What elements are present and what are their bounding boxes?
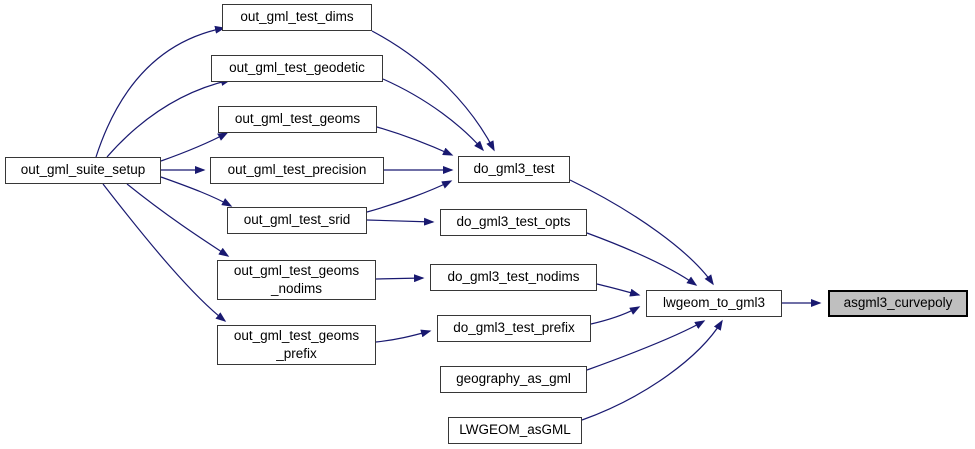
node-out_gml_test_geoms_nodims[interactable]: out_gml_test_geoms _nodims (217, 260, 376, 300)
node-label: out_gml_test_precision (227, 162, 367, 178)
edge-test_opts-to-lwgeom_to_gml3 (586, 232, 698, 286)
node-out_gml_test_srid[interactable]: out_gml_test_srid (227, 207, 367, 234)
node-out_gml_suite_setup[interactable]: out_gml_suite_setup (5, 157, 161, 184)
node-label: out_gml_test_srid (243, 212, 351, 228)
node-label: do_gml3_test_nodims (447, 269, 580, 285)
node-label: out_gml_test_geoms _nodims (233, 262, 360, 296)
edge-test_geoms-to-do_gml3_test (376, 126, 454, 156)
edge-geoms_nodims-to-test_nodims (375, 274, 425, 283)
node-LWGEOM_asGML[interactable]: LWGEOM_asGML (448, 417, 582, 444)
edge-do_gml3_test-to-lwgeom_to_gml3 (569, 179, 714, 286)
edge-test_srid-to-do_gml3_test (366, 180, 453, 213)
edge-LWGEOM_asGML-to-lwgeom_to_gml3 (581, 319, 723, 421)
node-label: out_gml_suite_setup (20, 162, 146, 178)
node-out_gml_test_precision[interactable]: out_gml_test_precision (210, 157, 384, 184)
node-out_gml_test_geoms[interactable]: out_gml_test_geoms (218, 106, 377, 133)
node-label: LWGEOM_asGML (459, 422, 571, 438)
node-label: out_gml_test_dims (240, 9, 354, 25)
node-label: asgml3_curvepoly (843, 295, 953, 311)
node-do_gml3_test[interactable]: do_gml3_test (458, 156, 570, 183)
edge-suite_setup-to-test_geoms (160, 132, 229, 162)
node-do_gml3_test_nodims[interactable]: do_gml3_test_nodims (430, 264, 597, 291)
edge-test_prefix-to-lwgeom_to_gml3 (590, 306, 641, 325)
edge-suite_setup-to-geoms_nodims (126, 183, 230, 257)
edge-suite_setup-to-test_srid (160, 176, 233, 207)
node-out_gml_test_geoms_prefix[interactable]: out_gml_test_geoms _prefix (217, 325, 376, 365)
node-label: geography_as_gml (456, 371, 571, 387)
edge-geography_as_gml-to-lwgeom_to_gml3 (586, 320, 706, 371)
node-label: out_gml_test_geoms (234, 111, 361, 127)
edge-test_dims-to-do_gml3_test (371, 30, 495, 152)
node-label: lwgeom_to_gml3 (662, 295, 766, 311)
node-asgml3_curvepoly: asgml3_curvepoly (828, 290, 968, 317)
edge-suite_setup-to-geoms_prefix (102, 183, 227, 322)
node-label: out_gml_test_geodetic (229, 60, 365, 76)
node-out_gml_test_dims[interactable]: out_gml_test_dims (222, 4, 372, 31)
edge-geoms_prefix-to-test_prefix (375, 329, 432, 343)
edge-suite_setup-to-test_geodetic (106, 78, 232, 158)
edge-test_geodetic-to-do_gml3_test (382, 78, 484, 152)
node-label: do_gml3_test_opts (456, 214, 571, 230)
node-label: do_gml3_test_prefix (453, 320, 575, 336)
node-label: out_gml_test_geoms _prefix (233, 327, 360, 361)
edge-test_nodims-to-lwgeom_to_gml3 (596, 283, 641, 297)
edge-suite_setup-to-test_dims (95, 25, 226, 158)
node-label: do_gml3_test (473, 161, 555, 177)
node-lwgeom_to_gml3[interactable]: lwgeom_to_gml3 (646, 290, 782, 317)
node-do_gml3_test_prefix[interactable]: do_gml3_test_prefix (437, 315, 591, 342)
edge-test_srid-to-test_opts (366, 217, 435, 226)
node-out_gml_test_geodetic[interactable]: out_gml_test_geodetic (211, 55, 383, 82)
node-geography_as_gml[interactable]: geography_as_gml (440, 366, 587, 393)
node-do_gml3_test_opts[interactable]: do_gml3_test_opts (440, 209, 587, 236)
